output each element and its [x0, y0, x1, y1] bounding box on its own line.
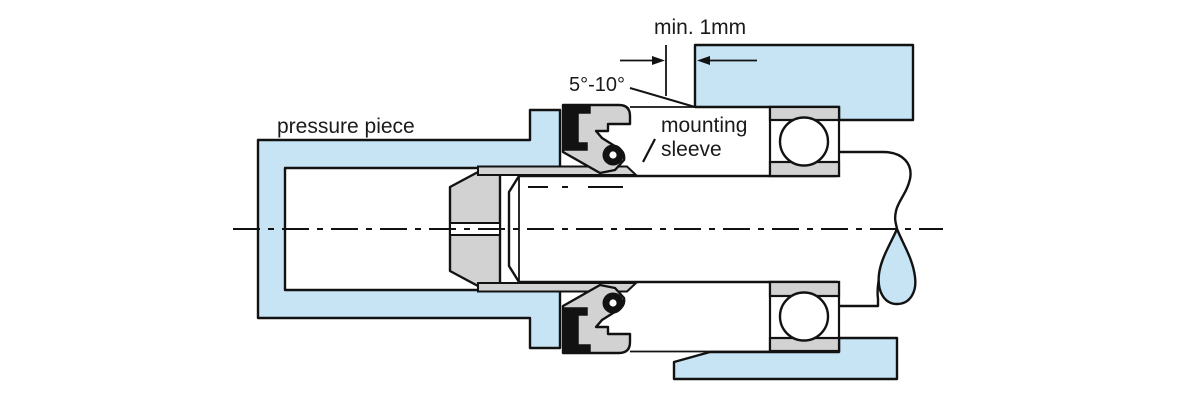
seal-rubber [562, 104, 591, 151]
pressure-piece [256, 108, 562, 350]
bearing-upper [768, 105, 841, 178]
ball [778, 291, 830, 342]
ball [778, 116, 830, 167]
dimension-min-gap [620, 45, 757, 96]
label-min-gap: min. 1mm [654, 16, 746, 39]
label-taper-angle: 5°-10° [569, 74, 625, 96]
taper-line [629, 87, 696, 108]
label-mounting: mounting [661, 114, 747, 137]
label-leader-slash [642, 138, 656, 163]
bearing-lower [768, 280, 841, 353]
label-sleeve: sleeve [661, 138, 722, 161]
arrowhead-right-icon [652, 56, 665, 65]
label-pressure-piece: pressure piece [277, 115, 415, 138]
shaft-break-drop [877, 227, 917, 306]
arrowhead-left-icon [697, 56, 710, 65]
garter-spring-hole [609, 151, 617, 159]
